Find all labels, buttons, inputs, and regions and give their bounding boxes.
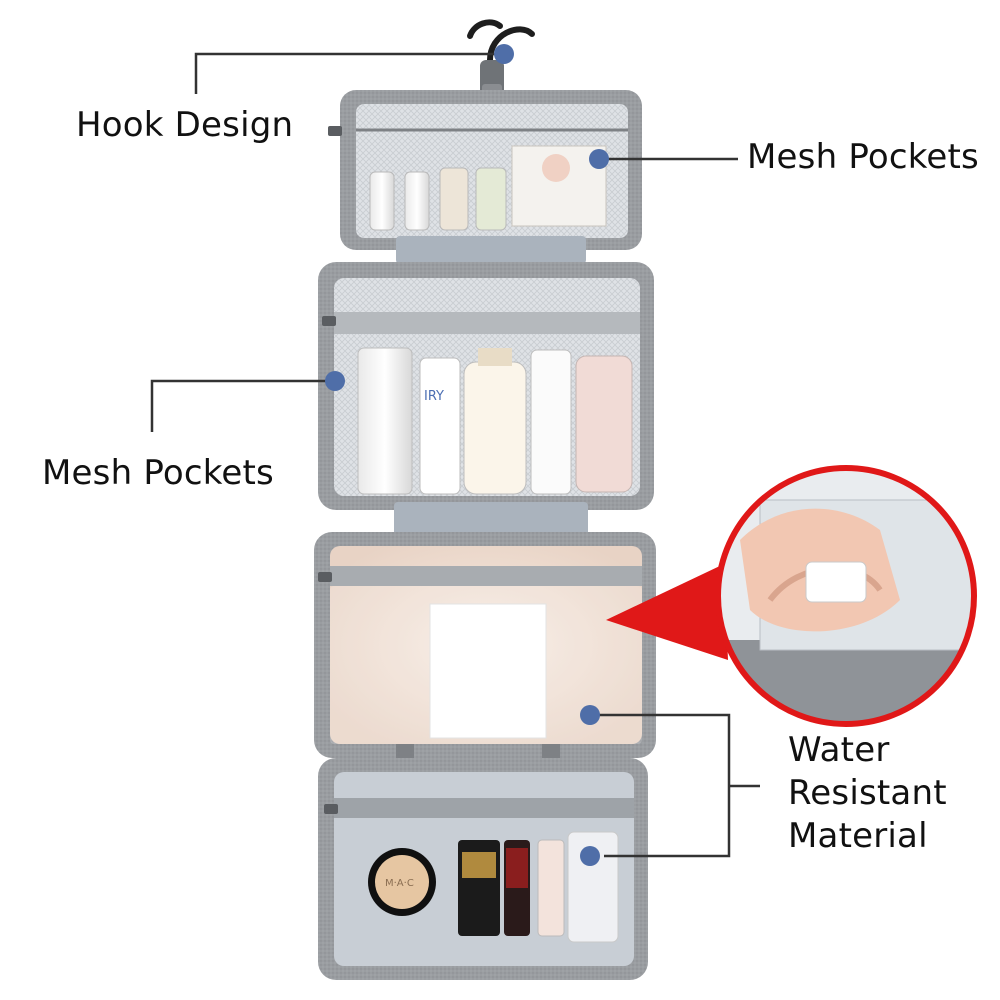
strap-2 [394, 502, 588, 536]
leader-lines [150, 52, 760, 858]
panel-bottom: M·A·C [318, 758, 648, 980]
compact-brand: M·A·C [385, 878, 414, 889]
callout-water-line-3: Material [788, 816, 928, 856]
callout-mesh-pockets-middle: Mesh Pockets [42, 453, 274, 493]
callout-dot-icon [325, 44, 609, 866]
callout-water-resistant: Water Resistant Material [788, 729, 947, 858]
zipper-icon [318, 126, 342, 814]
panel-clear [314, 532, 656, 758]
zoom-inset-icon [606, 465, 977, 727]
lotion-label: IRY [424, 389, 444, 404]
callout-water-line-1: Water [788, 730, 890, 770]
callout-water-line-2: Resistant [788, 773, 947, 813]
callout-hook-design: Hook Design [76, 105, 294, 145]
callout-mesh-pockets-top: Mesh Pockets [747, 137, 979, 177]
strap-1 [396, 236, 586, 264]
panel-top [340, 90, 642, 250]
panel-mesh-middle: IRY [318, 262, 654, 510]
